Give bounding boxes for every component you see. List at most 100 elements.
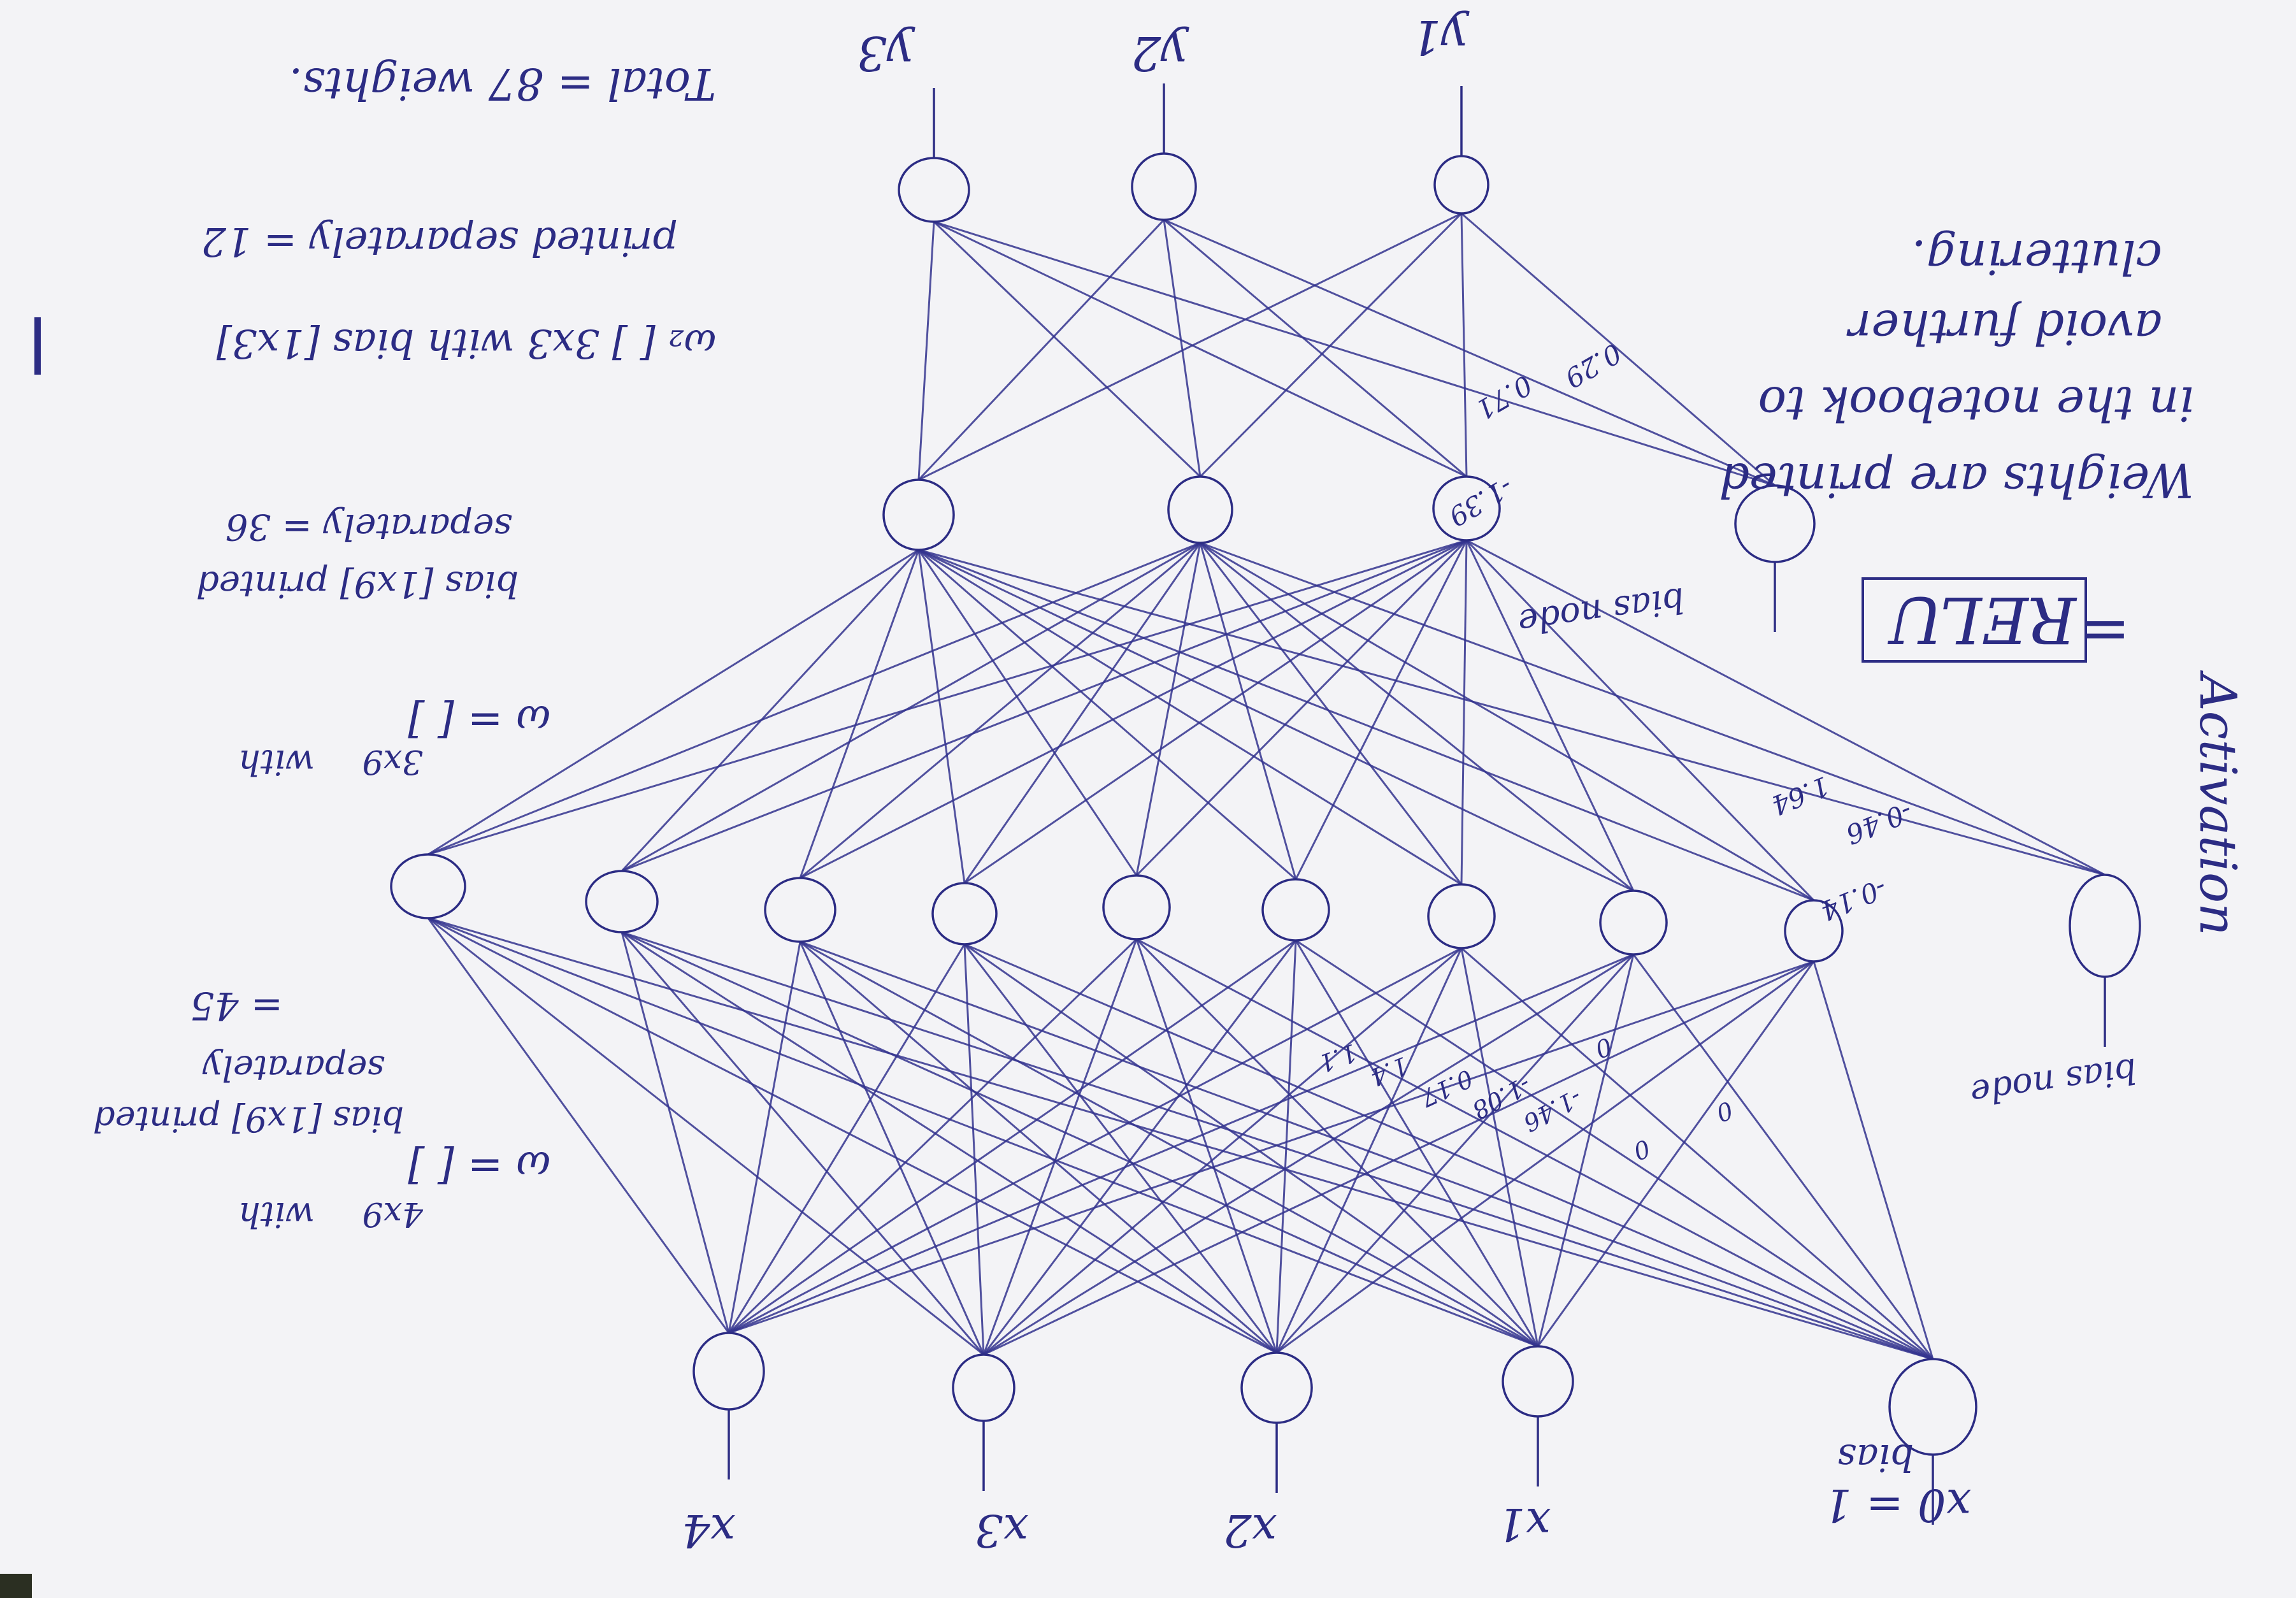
- bias-input-label: bias: [1837, 1436, 1914, 1479]
- edge-h1-4-h2-0: [917, 549, 1138, 876]
- input-label-x0: x0 = 1: [1823, 1479, 1971, 1531]
- edge-h1-9-h2-1: [1200, 542, 2106, 876]
- edge-in4-h1-6: [1461, 947, 1934, 1360]
- edge-h1-8-h2-2: [1465, 539, 1815, 902]
- w2-bias: bias [1x9] printed: [196, 563, 519, 605]
- edge-in4-h1-1: [621, 931, 1934, 1360]
- edge-h1-4-h2-1: [1135, 542, 1202, 876]
- printed-line-4: cluttering.: [1911, 229, 2162, 284]
- edge-in4-h1-5: [1295, 939, 1934, 1360]
- edge-h1-5-h2-2: [1295, 540, 1468, 880]
- w1-note: ω = [ ] 4x9 with bias [1x9] printed sepa…: [93, 983, 550, 1235]
- w1-count: = 45: [190, 983, 283, 1028]
- hidden2-node-1: [1167, 475, 1233, 544]
- hidden1-node-8: [1784, 899, 1844, 963]
- edge-h1-6-h2-2: [1460, 540, 1468, 885]
- edge-in3-h1-7: [1537, 954, 1635, 1347]
- edge-in2-h1-3: [963, 944, 1278, 1353]
- corner-shadow: [0, 1574, 32, 1598]
- input-label-x3: x3: [975, 1504, 1028, 1557]
- edge-in1-h1-8: [983, 960, 1814, 1356]
- edge-in4-h1-3: [964, 943, 1934, 1360]
- edge-in4-h1-7: [1632, 954, 1934, 1360]
- edge-h2-3-out-0: [933, 220, 1776, 487]
- edge-in4-h1-4: [1136, 938, 1934, 1360]
- edge-h1-1-h2-1: [621, 542, 1201, 872]
- w1-dim: 4x9: [362, 1195, 424, 1233]
- edge-h1-0-h2-1: [427, 542, 1201, 856]
- edge-h1-8-h2-0: [918, 549, 1814, 902]
- hidden1-node-6: [1427, 883, 1496, 949]
- edge-h2-1-out-1: [1163, 219, 1202, 477]
- hidden1-node-2: [764, 877, 836, 943]
- input-label-x1: x1: [1497, 1498, 1551, 1550]
- edge-h2-0-out-2: [918, 212, 1462, 481]
- edge-in0-h1-0: [427, 918, 730, 1334]
- edge-in0-h1-3: [728, 944, 966, 1334]
- connections: [427, 212, 2106, 1360]
- printed-line-1: Weights are printed: [1719, 452, 2194, 507]
- edge-h1-3-h2-0: [917, 549, 966, 884]
- edge-in3-h1-8: [1537, 961, 1815, 1347]
- edge-in1-h1-7: [983, 953, 1634, 1356]
- edge-in1-h1-0: [427, 917, 984, 1356]
- edge-h1-2-h2-1: [800, 542, 1201, 879]
- edge-h1-7-h2-2: [1465, 540, 1635, 891]
- nodes: [390, 83, 2141, 1525]
- w2-note: ω = [ ] 3x9 with bias [1x9] printed sepa…: [196, 506, 550, 782]
- edge-in0-h1-4: [728, 938, 1138, 1334]
- edge-h1-6-h2-1: [1199, 542, 1463, 885]
- edge-in2-h1-1: [621, 931, 1277, 1354]
- edge-h2-0-out-0: [917, 221, 935, 480]
- edge-in1-h1-4: [982, 939, 1138, 1355]
- edge-h1-3-h2-1: [963, 542, 1202, 884]
- edge-h1-9-h2-2: [1466, 539, 2106, 876]
- edge-in0-h1-8: [728, 960, 1814, 1334]
- edge-in3-h1-2: [800, 940, 1539, 1348]
- w2-dim: 3x9: [362, 742, 424, 781]
- activation-eq: =: [2079, 596, 2130, 667]
- activation-box: [1862, 577, 2087, 663]
- w2-eq: ω = [ ]: [408, 696, 550, 745]
- edge-h2-3-out-1: [1163, 219, 1776, 487]
- edge-h1-2-h2-0: [799, 549, 920, 879]
- w1-eq: ω = [ ]: [408, 1142, 550, 1191]
- edge-in1-h1-3: [963, 944, 985, 1355]
- w2-separately: separately = 36: [226, 506, 512, 547]
- hidden1-node-5: [1261, 878, 1330, 942]
- input-label-x4: x4: [682, 1504, 735, 1557]
- output-label-y2: y2: [1131, 25, 1189, 80]
- w3-bracket: [34, 317, 41, 375]
- edge-h2-3-out-2: [1461, 212, 1776, 487]
- hidden1-node-1: [585, 870, 659, 933]
- edge-in4-h1-2: [800, 940, 1934, 1360]
- edge-h1-5-h2-0: [918, 549, 1296, 881]
- activation-value: RELU: [1887, 582, 2077, 657]
- edge-h1-9-h2-0: [918, 549, 2106, 876]
- output-label-y3: y3: [857, 25, 915, 80]
- edge-in4-h1-8: [1812, 961, 1934, 1360]
- edge-in2-h1-0: [427, 917, 1277, 1354]
- edge-in2-h1-5: [1275, 940, 1297, 1353]
- edge-h1-8-h2-1: [1200, 542, 1814, 902]
- activation-note: Activation = RELU: [1862, 577, 2248, 936]
- edge-h1-6-h2-0: [918, 549, 1462, 886]
- w1-separately: separately: [202, 1048, 385, 1088]
- edge-h1-2-h2-2: [800, 539, 1467, 879]
- edge-h1-0-h2-0: [427, 549, 919, 856]
- w3-line-1: ω₂ [ ] 3x3 with bias [1x3]: [216, 320, 716, 367]
- w1-bias: bias [1x9] printed: [93, 1099, 404, 1139]
- edge-in2-h1-2: [800, 940, 1277, 1354]
- hidden1-node-7: [1599, 889, 1668, 956]
- hidden1-node-0: [390, 853, 466, 919]
- edge-h2-2-out-1: [1163, 219, 1467, 478]
- edge-in3-h1-1: [621, 931, 1539, 1348]
- input-labels: x0 = 1 bias x1 x2 x3 x4: [682, 1436, 1971, 1557]
- edge-h1-1-h2-2: [621, 539, 1467, 872]
- hidden2-node-2: [1432, 475, 1501, 542]
- edge-in4-h1-0: [427, 917, 1934, 1360]
- w3-line-2: printed separately = 12: [201, 219, 678, 265]
- edge-h1-0-h2-2: [427, 539, 1467, 856]
- edge-in1-h1-5: [982, 940, 1297, 1355]
- edge-in1-h1-2: [799, 941, 985, 1355]
